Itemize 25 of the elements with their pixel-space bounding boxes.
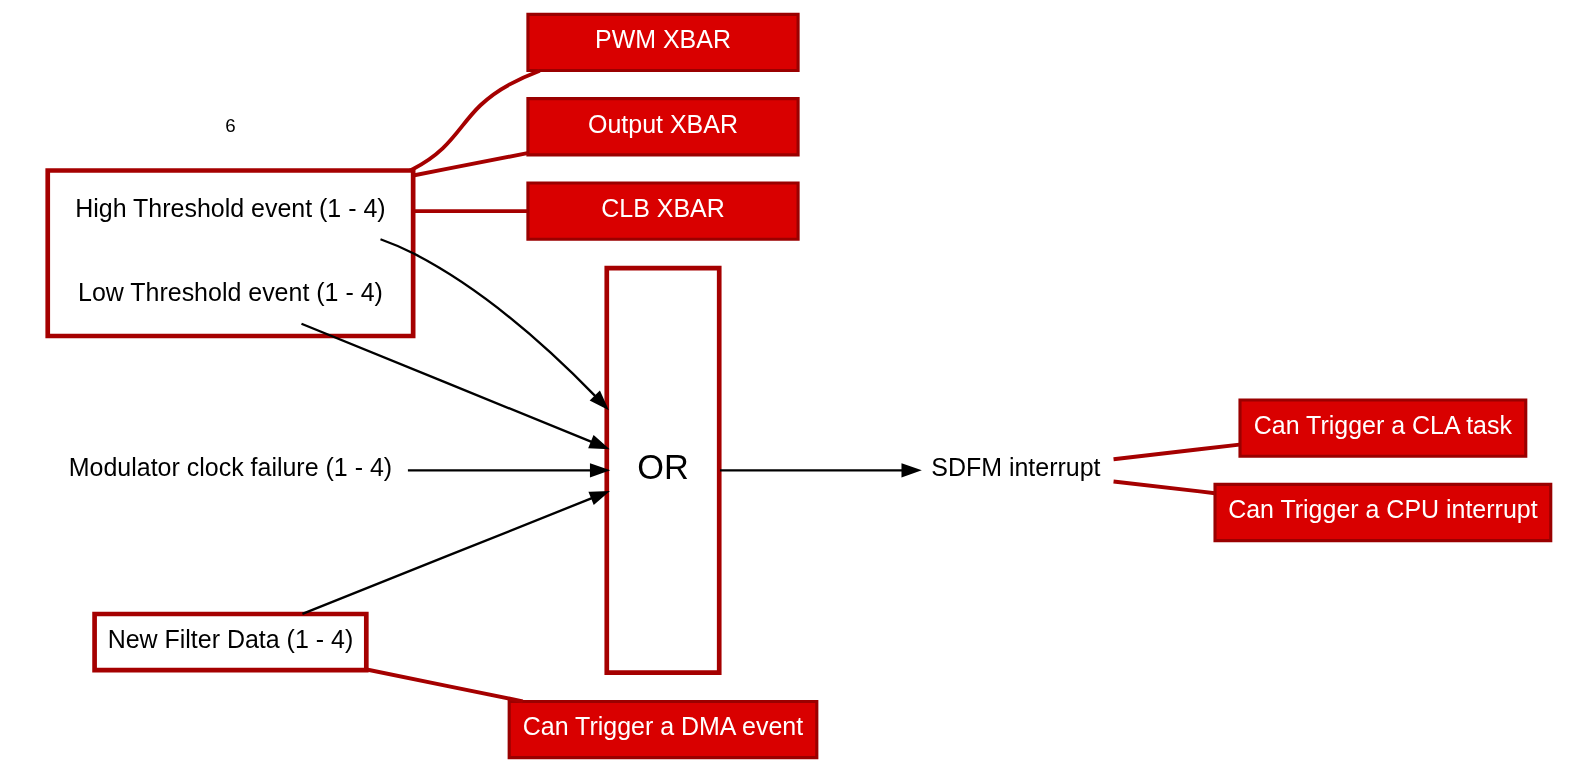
- node-text: Modulator clock failure (1 - 4): [68, 453, 392, 482]
- node-text: High Threshold event (1 - 4): [74, 194, 386, 223]
- arrow: [407, 463, 610, 478]
- node-box: CLB XBAR: [525, 181, 800, 241]
- connector: [412, 151, 528, 178]
- node-box: Can Trigger a DMA event: [507, 699, 818, 760]
- node-box: Can Trigger a CPU interrupt: [1212, 482, 1552, 543]
- arrow: [300, 322, 610, 450]
- node-box: OR: [603, 265, 722, 675]
- connector: [1112, 442, 1240, 462]
- connector: [1112, 479, 1215, 496]
- connector: [365, 667, 523, 704]
- node-text: Low Threshold event (1 - 4): [77, 278, 383, 307]
- connector: [408, 68, 540, 173]
- arrow: [379, 238, 609, 411]
- node-box: New Filter Data (1 - 4): [91, 611, 369, 673]
- node-box: PWM XBAR: [525, 12, 800, 73]
- arrow: [301, 490, 610, 615]
- node-box: Output XBAR: [525, 97, 800, 157]
- node-box: Can Trigger a CLA task: [1237, 398, 1527, 458]
- node-text: SDFM interrupt: [930, 453, 1101, 482]
- cluster: [44, 168, 415, 339]
- label: 6: [224, 114, 236, 136]
- connector: [412, 209, 528, 214]
- arrow: [719, 463, 922, 478]
